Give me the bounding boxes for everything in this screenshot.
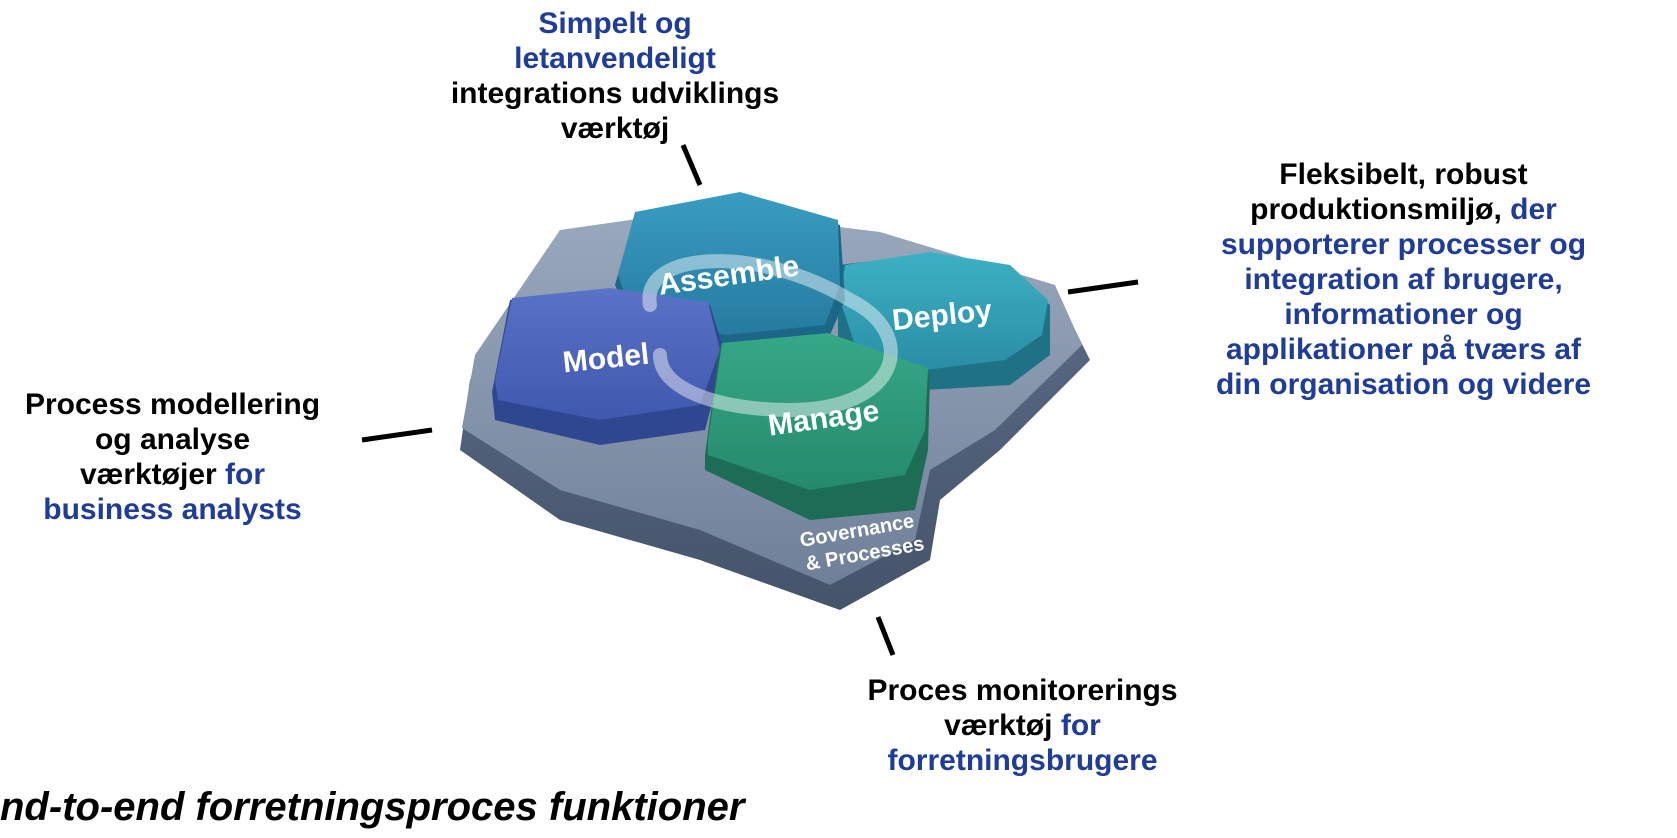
bottom-label-line2-black: værktøj bbox=[944, 709, 1053, 742]
left-label-line3: værktøjer for bbox=[0, 457, 345, 492]
right-label-line2-black: produktionsmiljø, bbox=[1250, 193, 1502, 226]
bottom-label-line1: Proces monitorerings bbox=[867, 674, 1178, 707]
bottom-label: Proces monitorerings værktøj for forretn… bbox=[840, 673, 1205, 778]
right-label-line2-blue: der bbox=[1510, 193, 1557, 226]
right-label-line3: supporterer processer og bbox=[1220, 228, 1587, 261]
bottom-label-line2-blue: for bbox=[1060, 709, 1101, 742]
top-label-line2: letanvendeligt bbox=[514, 42, 716, 75]
bottom-label-line3: forretningsbrugere bbox=[887, 744, 1158, 777]
left-connector bbox=[361, 427, 433, 443]
top-label-line1: Simpelt og bbox=[538, 7, 692, 40]
top-connector bbox=[680, 144, 703, 186]
model-hexagon bbox=[492, 288, 725, 445]
right-label-line2: produktionsmiljø, der bbox=[1135, 192, 1672, 227]
right-label-line1: Fleksibelt, robust bbox=[1279, 158, 1528, 191]
bottom-label-line2: værktøj for bbox=[840, 708, 1205, 743]
right-label: Fleksibelt, robust produktionsmiljø, der… bbox=[1135, 157, 1672, 402]
left-label-line1: Process modellering bbox=[24, 388, 321, 421]
caption: nd-to-end forretningsproces funktioner bbox=[0, 785, 745, 829]
cycle-arrow bbox=[642, 254, 898, 418]
top-label: Simpelt og letanvendeligt integrations u… bbox=[430, 6, 800, 146]
right-connector bbox=[1067, 279, 1139, 295]
right-label-line5: informationer og bbox=[1284, 298, 1523, 331]
left-label-line2: og analyse bbox=[94, 423, 251, 456]
bottom-connector bbox=[875, 616, 896, 656]
left-label-line4: business analysts bbox=[43, 493, 302, 526]
right-label-line4: integration af brugere, bbox=[1244, 263, 1563, 296]
manage-hexagon bbox=[705, 333, 930, 520]
right-label-line7: din organisation og videre bbox=[1215, 368, 1592, 401]
top-label-line3: integrations udviklings bbox=[450, 77, 780, 110]
top-label-line4: værktøj bbox=[560, 112, 670, 145]
right-label-line6: applikationer på tværs af bbox=[1225, 333, 1582, 366]
left-label: Process modellering og analyse værktøjer… bbox=[0, 387, 345, 527]
left-label-line3-blue: for bbox=[225, 458, 266, 491]
left-label-line3-black: værktøjer bbox=[79, 458, 217, 491]
